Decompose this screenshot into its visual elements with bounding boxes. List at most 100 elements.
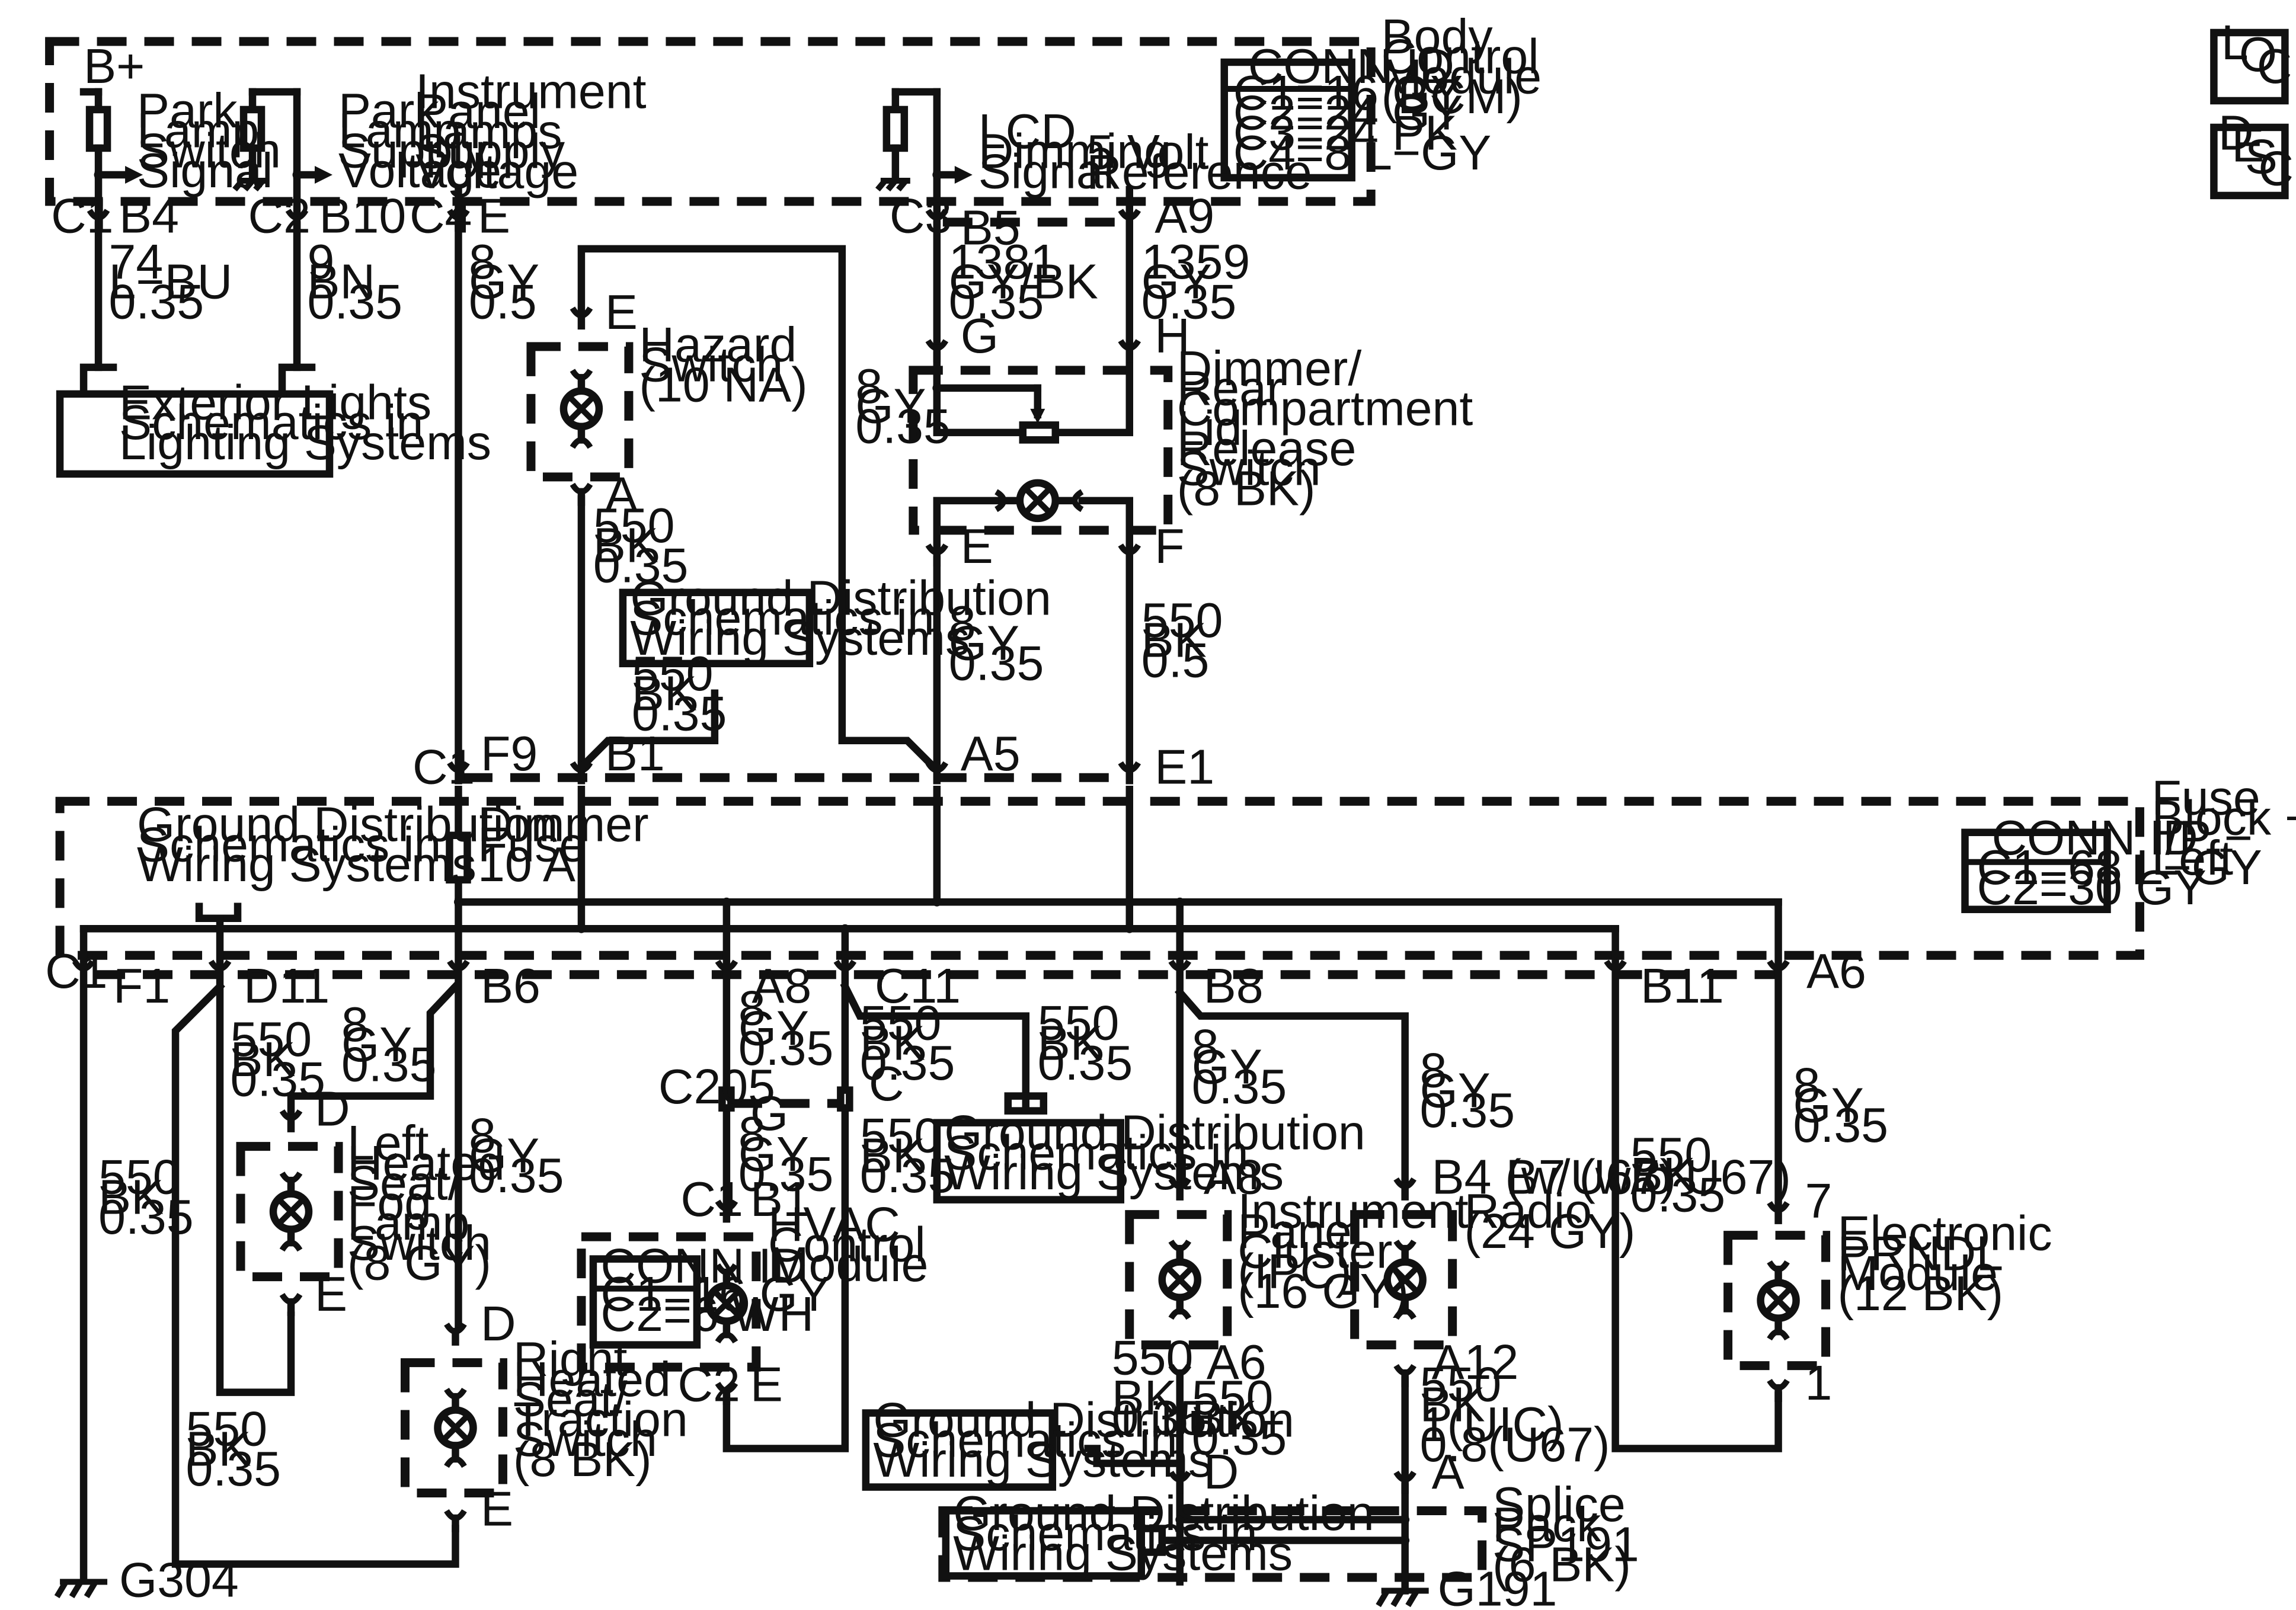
loc-letter: C	[2257, 39, 2292, 94]
desc-button[interactable]	[2210, 123, 2289, 200]
fuse-conn-lines: C1=68 L−GYC2=30 GY	[1977, 840, 2262, 915]
hazard-switch-lamp	[526, 342, 634, 482]
pin-c205: C205	[658, 1060, 775, 1114]
pin-a-hazard: A	[605, 467, 638, 521]
pin-b5: B5	[961, 200, 1021, 255]
pin-d-left: D	[315, 1082, 350, 1137]
pin-1: 1	[1805, 1356, 1833, 1410]
connector-terminals	[72, 209, 1790, 1532]
wire-8-ipc: 8GY0.35	[1192, 1020, 1287, 1114]
ground-ref-3: Ground DistributionSchematics inWiring S…	[873, 1393, 1294, 1487]
radio-lamp-housing	[1350, 1210, 1457, 1350]
wire-8-right-seat: 8GY0.35	[469, 1109, 564, 1203]
pin-a9: A9	[1155, 188, 1214, 243]
pin-c2-hvac: C2	[677, 1358, 740, 1412]
ip-lamps-supply-voltage: InstrumentPanelLampsSupplyVoltage	[415, 64, 647, 199]
wire-8-a5: 8GY0.35	[949, 596, 1044, 690]
wire-74: 74L−BU0.35	[109, 235, 233, 329]
pin-a8-ipc: A8	[1204, 1150, 1264, 1205]
prndl-lamp	[1723, 1231, 1831, 1371]
pin-d-splice: D	[1204, 1445, 1239, 1499]
pin-e-right: E	[481, 1482, 513, 1537]
hvac-label: HVACControlModule	[768, 1198, 928, 1292]
bcm-conn-id-box	[1220, 58, 1355, 182]
wire-550-e1: 550BK0.5	[1141, 593, 1223, 687]
splice-dot	[1175, 1536, 1185, 1545]
ground-g304-icon	[54, 1579, 108, 1599]
wires	[79, 221, 1782, 1595]
ground-ref-box-3	[862, 1409, 1057, 1491]
hazard-switch-label: HazardSwitch(10 NA)	[639, 318, 807, 412]
pin-f9: F9	[481, 726, 538, 781]
left-seat-switch-lamp-housing	[236, 1142, 343, 1282]
desc-letter: E	[2231, 117, 2264, 172]
hvac-conn-id-box	[589, 1255, 701, 1349]
splice-dot	[1400, 1515, 1410, 1525]
splice-dots	[94, 170, 1410, 1545]
splice-dot	[932, 170, 942, 180]
radio-label: Radio(24 GY)	[1464, 1184, 1636, 1259]
ground-g304-label: G304	[119, 1553, 239, 1608]
splice-dot	[215, 924, 225, 933]
lamps	[236, 342, 1831, 1498]
pin-a-splice: A	[1432, 1445, 1464, 1499]
prndl-lamp-housing	[1723, 1231, 1831, 1371]
c205-terminal	[837, 1086, 853, 1112]
pin-c3: C3	[890, 188, 952, 243]
splice-dot	[453, 897, 463, 907]
dimmer-fuse-label: DimmerFuse10 A	[478, 798, 649, 892]
pin-c11: C11	[875, 959, 961, 1013]
wire-1359: 1359GY0.35	[1141, 235, 1250, 329]
loc-button[interactable]	[2210, 28, 2289, 105]
exterior-lights-ref-box	[56, 390, 334, 478]
ground-ref-4: Ground DistributionSchematics inWiring S…	[953, 1486, 1374, 1580]
wire-9: 9BN0.35	[308, 235, 403, 329]
fuse-block-label: FuseBlock −I/P −Left	[2151, 771, 2296, 885]
wire-550-radio: 550BK1(UIC)0.8(U67)	[1420, 1358, 1610, 1472]
b-plus-label: B+	[84, 39, 145, 94]
pin-e-hazard: E	[605, 285, 638, 340]
loc-letter: O	[2239, 27, 2277, 82]
wire-8-a8: 8GY0.35	[738, 981, 834, 1076]
splice-dot	[1125, 924, 1134, 933]
left-seat-switch-label: LeftHeatedSeat/FogLampSwitch(8 GY)	[347, 1116, 505, 1290]
bcm-outline	[45, 37, 1376, 206]
ground-ref-fuse: Ground DistributionSchematics inWiring S…	[137, 798, 558, 892]
pin-a6-fuse: A6	[1806, 944, 1866, 998]
left-seat-switch-lamp	[236, 1142, 343, 1282]
desc-letter: D	[2218, 105, 2254, 160]
splice-dot	[94, 170, 103, 180]
prndl-label: ElectronicPRNDLModule(12 BK)	[1838, 1206, 2052, 1321]
dimmer-switch-lamp	[994, 479, 1084, 523]
pin-c2-bcm: C2	[248, 188, 311, 243]
splice-dot	[932, 383, 942, 393]
pin-g-c205: G	[750, 1086, 788, 1141]
wire-550-d11: 550BK0.35	[231, 1012, 326, 1106]
pin-radio-b4: B4 (w/U67)	[1432, 1150, 1676, 1205]
hvac-conn-lines: C1=16 GYC2=6 WH	[600, 1267, 830, 1342]
wire-8-radio: 8GY0.35	[1420, 1044, 1515, 1138]
exterior-lights-ref: Exterior LightsSchematics inLighting Sys…	[119, 375, 491, 469]
pin-e-left: E	[315, 1267, 347, 1321]
splice-dot	[840, 924, 850, 933]
wire-550-return: 550BK0.35	[186, 1402, 282, 1496]
desc-letter: S	[2245, 129, 2278, 184]
wire-550-ipc: 550BK0.35	[1192, 1371, 1287, 1465]
pin-c4: C4	[410, 188, 472, 243]
pin-radio-b7: B7 (w/o U67)	[1506, 1150, 1791, 1205]
pin-f1: F1	[113, 959, 170, 1013]
ipc-label: InstrumentPanelCluster(IPC)(16 GY)	[1237, 1184, 1469, 1318]
pin-g-dim: G	[961, 309, 999, 363]
pin-f-dim: F	[1155, 519, 1184, 574]
park-lamp-switch-signal: ParkLampSwitchSignal	[137, 84, 281, 198]
desc-letter: C	[2258, 141, 2294, 196]
splice-pack-outline	[938, 1506, 1487, 1582]
wire-550-ipc-n: 550	[1112, 1331, 1194, 1385]
wire-8-b6-left: 8GY0.35	[341, 997, 437, 1092]
park-lamp-supply-voltage: ParkLampSupplyVoltage	[338, 84, 501, 198]
ground-ref-box-4	[942, 1507, 1146, 1580]
ground-g191-label: G191	[1438, 1562, 1558, 1610]
ipc-lamp	[1125, 1210, 1232, 1350]
